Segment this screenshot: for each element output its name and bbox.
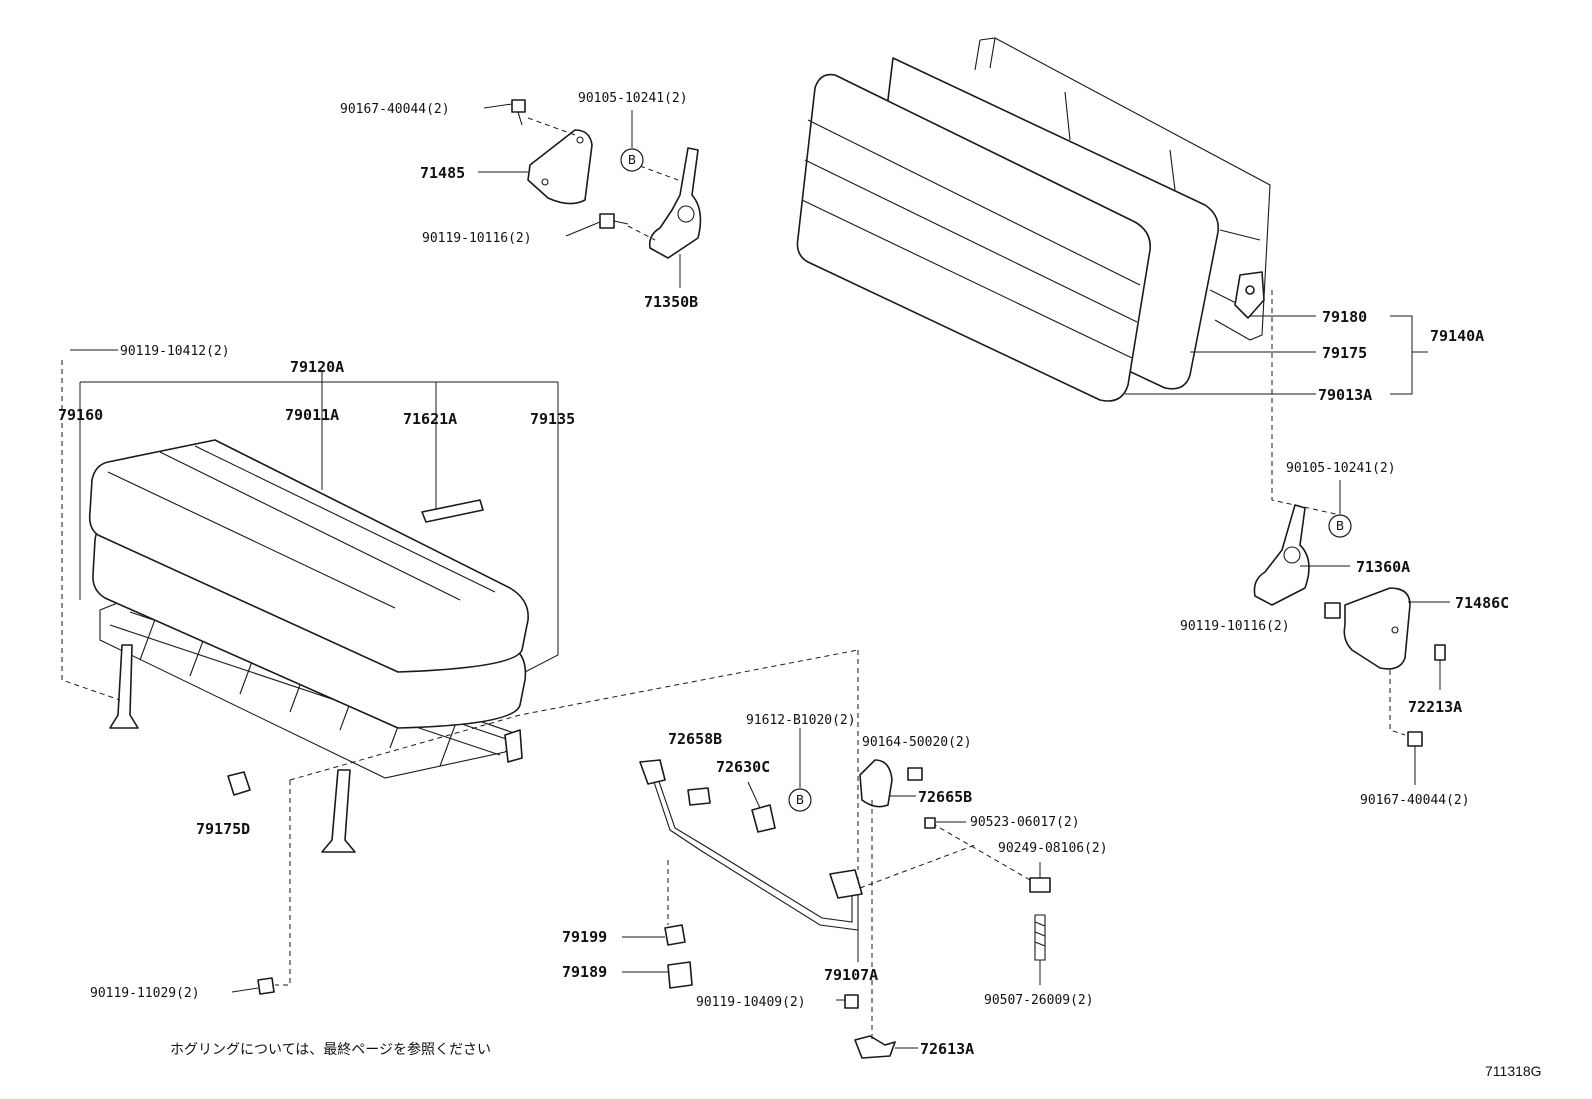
label-71621A: 71621A bbox=[403, 410, 457, 428]
seat-back-frame bbox=[979, 37, 1271, 341]
label-90119-10116-right: 90119-10116(2) bbox=[1180, 619, 1290, 634]
figure-code: 711318G bbox=[1485, 1063, 1542, 1079]
label-91612-B1020: 91612-B1020(2) bbox=[746, 713, 856, 728]
washer-90523 bbox=[924, 817, 936, 829]
bracket-72613A bbox=[854, 1035, 896, 1059]
label-72658B: 72658B bbox=[668, 730, 722, 748]
bolt-90119-11029 bbox=[257, 977, 275, 995]
rod-end-right bbox=[829, 869, 863, 899]
label-90119-10116-top: 90119-10116(2) bbox=[422, 231, 532, 246]
cap-79189 bbox=[667, 961, 693, 989]
label-90167-40044-right: 90167-40044(2) bbox=[1360, 793, 1470, 808]
label-90167-40044-top: 90167-40044(2) bbox=[340, 102, 450, 117]
rod-end-left bbox=[639, 759, 666, 785]
label-71486C: 71486C bbox=[1455, 594, 1509, 612]
label-90523-06017: 90523-06017(2) bbox=[970, 815, 1080, 830]
label-72613A: 72613A bbox=[920, 1040, 974, 1058]
label-79175: 79175 bbox=[1322, 344, 1367, 362]
hog-ring-note: ホグリングについては、最終ページを参照ください bbox=[170, 1041, 491, 1058]
marker-b-bottom: B bbox=[788, 788, 812, 812]
bolt-90119-10409 bbox=[844, 994, 859, 1009]
label-71485: 71485 bbox=[420, 164, 465, 182]
hinge-71350B bbox=[648, 147, 702, 259]
label-90105-10241-top: 90105-10241(2) bbox=[578, 91, 688, 106]
label-90119-11029: 90119-11029(2) bbox=[90, 986, 200, 1001]
svg-text:B: B bbox=[1336, 519, 1344, 533]
frame-bracket bbox=[504, 729, 523, 763]
label-71350B: 71350B bbox=[644, 293, 698, 311]
label-90249-08106: 90249-08106(2) bbox=[998, 841, 1108, 856]
right-hinge-area bbox=[1253, 290, 1446, 747]
bolt-90167-top bbox=[511, 99, 526, 113]
label-90507-26009: 90507-26009(2) bbox=[984, 993, 1094, 1008]
label-71360A: 71360A bbox=[1356, 558, 1410, 576]
label-72665B: 72665B bbox=[918, 788, 972, 806]
spring-90507 bbox=[1034, 914, 1046, 961]
marker-b-right: B bbox=[1328, 514, 1352, 538]
cushion-cover bbox=[88, 439, 529, 673]
label-72630C: 72630C bbox=[716, 758, 770, 776]
bolt-90249 bbox=[1029, 877, 1051, 893]
label-79135: 79135 bbox=[530, 410, 575, 428]
label-79120A: 79120A bbox=[290, 358, 344, 376]
leader-lines bbox=[70, 103, 1450, 1049]
label-90119-10412: 90119-10412(2) bbox=[120, 344, 230, 359]
bracket-72665B bbox=[859, 759, 893, 808]
svg-text:B: B bbox=[796, 793, 804, 807]
label-90164-50020: 90164-50020(2) bbox=[862, 735, 972, 750]
frame-leg-left bbox=[109, 644, 139, 729]
label-72213A: 72213A bbox=[1408, 698, 1462, 716]
label-71621A bbox=[421, 499, 484, 523]
label-90119-10409: 90119-10409(2) bbox=[696, 995, 806, 1010]
bolt-90119-top bbox=[599, 213, 615, 229]
bolt-90167-right bbox=[1407, 731, 1423, 747]
svg-text:B: B bbox=[628, 153, 636, 167]
seat-back-assembly bbox=[796, 37, 1271, 402]
label-90105-10241-right: 90105-10241(2) bbox=[1286, 461, 1396, 476]
seat-back-hinge bbox=[1234, 271, 1265, 319]
label-79107A: 79107A bbox=[824, 966, 878, 984]
hinge-cover-71486C bbox=[1343, 587, 1411, 670]
label-79199: 79199 bbox=[562, 928, 607, 946]
clip-79175D bbox=[227, 771, 251, 796]
frame-leg-front bbox=[321, 769, 356, 853]
bolt-90119-right bbox=[1324, 602, 1341, 619]
marker-b-top: B bbox=[620, 148, 644, 172]
hinge-71360A bbox=[1253, 504, 1310, 606]
label-79013A: 79013A bbox=[1318, 386, 1372, 404]
label-79160: 79160 bbox=[58, 406, 103, 424]
seat-back-cover bbox=[796, 73, 1152, 402]
upper-brackets bbox=[511, 99, 702, 259]
label-79189: 79189 bbox=[562, 963, 607, 981]
latch-rod-assembly bbox=[61, 360, 1051, 1059]
part-labels: 90167-40044(2) 90105-10241(2) 71485 9011… bbox=[58, 91, 1542, 1079]
seat-cushion-assembly bbox=[88, 439, 529, 853]
bracket-72630C bbox=[751, 804, 776, 833]
label-79180: 79180 bbox=[1322, 308, 1367, 326]
label-79175D: 79175D bbox=[196, 820, 250, 838]
plug-72658B bbox=[687, 787, 711, 806]
nut-72213A bbox=[1434, 644, 1446, 661]
label-79140A: 79140A bbox=[1430, 327, 1484, 345]
label-79011A: 79011A bbox=[285, 406, 339, 424]
clip-79199 bbox=[664, 924, 686, 946]
screw-90164 bbox=[907, 767, 923, 781]
